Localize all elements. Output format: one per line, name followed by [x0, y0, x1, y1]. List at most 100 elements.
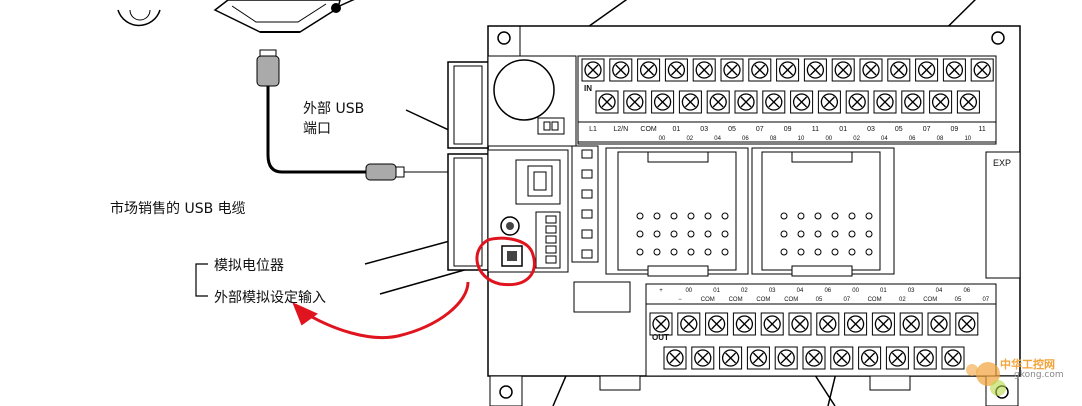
out-label: OUT: [652, 333, 669, 342]
card-pin: [653, 230, 661, 238]
terminal-label: 00: [852, 288, 859, 294]
terminal-label: 02: [899, 297, 906, 303]
card-pin: [780, 212, 788, 220]
terminal-screws: [581, 58, 994, 370]
terminal-screw: [788, 312, 812, 336]
usb-cable-label: 市场销售的 USB 电缆: [110, 201, 246, 217]
terminal-screw: [774, 346, 798, 370]
terminal-label: 04: [797, 288, 804, 294]
card-pin: [780, 230, 788, 238]
label-bracket: [195, 263, 208, 297]
terminal-screw: [748, 58, 772, 82]
card-pin: [814, 230, 822, 238]
terminal-screw: [649, 312, 673, 336]
terminal-screw: [719, 346, 743, 370]
terminal-label: COM: [868, 297, 882, 303]
card-pin: [865, 212, 873, 220]
terminal-label: 06: [909, 136, 916, 142]
card-pin: [797, 248, 805, 256]
terminal-screw: [692, 58, 716, 82]
terminal-label: 07: [923, 126, 931, 133]
card-pin: [704, 230, 712, 238]
terminal-screw: [746, 346, 770, 370]
terminal-screw: [732, 312, 756, 336]
terminal-screw: [887, 58, 911, 82]
terminal-screw: [830, 346, 854, 370]
terminal-screw: [858, 346, 882, 370]
card-pin: [687, 212, 695, 220]
card-pin: [721, 248, 729, 256]
red-annotation: [292, 236, 536, 340]
card-pin: [704, 212, 712, 220]
terminal-screw: [817, 90, 841, 114]
in-label: IN: [584, 84, 592, 93]
terminal-label: 07: [756, 126, 764, 133]
terminal-label: L1: [589, 126, 597, 133]
card-pin: [814, 248, 822, 256]
terminal-screw: [845, 90, 869, 114]
card-pin: [721, 230, 729, 238]
terminal-screw: [941, 346, 965, 370]
terminal-label: 01: [839, 126, 847, 133]
terminal-screw: [663, 346, 687, 370]
terminal-screw: [664, 58, 688, 82]
analog-pot-label: 模拟电位器: [214, 258, 284, 274]
terminal-label: 06: [963, 288, 970, 294]
card-pin: [670, 230, 678, 238]
exp-label: EXP: [993, 158, 1012, 168]
terminal-label: 03: [908, 288, 915, 294]
terminal-label: 05: [728, 126, 736, 133]
terminal-label: 04: [714, 136, 721, 142]
card-pin: [865, 248, 873, 256]
card-pin: [848, 212, 856, 220]
laptop-icon: [213, 0, 355, 33]
watermark-cn: 中华工控网: [1000, 358, 1055, 371]
terminal-label: 00: [825, 136, 832, 142]
terminal-screw: [885, 346, 909, 370]
card-pin: [814, 212, 822, 220]
terminal-screw: [816, 312, 840, 336]
watermark-logo: [966, 362, 1006, 396]
terminal-screw: [831, 58, 855, 82]
card-pin: [653, 212, 661, 220]
card-pin: [704, 248, 712, 256]
terminal-screw: [803, 58, 827, 82]
terminal-label: 07: [843, 297, 850, 303]
card-pin: [670, 212, 678, 220]
card-pin: [653, 248, 661, 256]
terminal-label: 00: [685, 288, 692, 294]
usb-port-label: 外部 USB: [303, 101, 365, 117]
terminal-label: 08: [937, 136, 944, 142]
card-pin: [721, 212, 729, 220]
terminal-screw: [776, 58, 800, 82]
terminal-screw: [802, 346, 826, 370]
terminal-screw: [581, 58, 605, 82]
terminal-label: COM: [729, 297, 743, 303]
terminal-screw: [677, 312, 701, 336]
terminal-screw: [595, 90, 619, 114]
card-pin: [797, 212, 805, 220]
terminal-screw: [760, 312, 784, 336]
terminal-screw: [871, 312, 895, 336]
terminal-screw: [678, 90, 702, 114]
card-pin: [831, 248, 839, 256]
terminal-screw: [913, 346, 937, 370]
terminal-label: 00: [659, 136, 666, 142]
terminal-label: 04: [936, 288, 943, 294]
terminal-label: 03: [700, 126, 708, 133]
card-pin: [670, 248, 678, 256]
terminal-screw: [929, 90, 953, 114]
terminal-screw: [734, 90, 758, 114]
terminal-label: 08: [770, 136, 777, 142]
terminal-screw: [956, 90, 980, 114]
terminal-label: 11: [812, 126, 819, 133]
terminal-screw: [899, 312, 923, 336]
terminal-screw: [901, 90, 925, 114]
terminal-label: 10: [964, 136, 971, 142]
terminal-label: COM: [756, 297, 770, 303]
card-pin: [636, 248, 644, 256]
terminal-label: 06: [742, 136, 749, 142]
card-pin: [848, 230, 856, 238]
usb-cable: [256, 49, 500, 181]
